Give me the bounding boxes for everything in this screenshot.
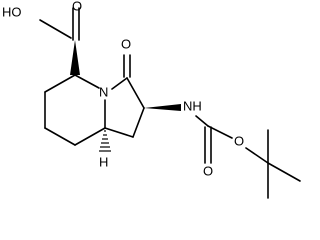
molecule-structure-diagram: HO O N O NH O O H bbox=[2, 0, 301, 199]
bond-nh-carbonyl bbox=[195, 115, 209, 127]
bond-c2-c1 bbox=[132, 107, 145, 138]
bond-hash-c8a-h bbox=[99, 130, 111, 152]
bond-wedge-c2-nh bbox=[144, 104, 181, 111]
carboxylic-acid-group bbox=[39, 7, 80, 75]
bond-carbonyl-ester-o bbox=[207, 125, 233, 139]
label-carboxylic-oh: HO bbox=[2, 4, 22, 19]
label-bridgehead-hydrogen: H bbox=[99, 154, 108, 169]
label-carbamate-oxygen-lower: O bbox=[203, 163, 213, 178]
label-lactam-oxygen: O bbox=[121, 36, 131, 51]
bond-wedge-c5-cooh bbox=[70, 40, 80, 75]
bond-c1-c8a bbox=[104, 127, 134, 138]
label-amide-nh: NH bbox=[183, 98, 202, 113]
bond-c7-c8 bbox=[44, 127, 76, 146]
bond-ester-o-tbu bbox=[245, 147, 269, 164]
bond-c5-c6 bbox=[44, 74, 76, 93]
bond-cooh-oh bbox=[39, 19, 72, 39]
piperidine-ring bbox=[44, 74, 106, 146]
bond-n-c5 bbox=[74, 74, 100, 89]
bond-c8-c8a bbox=[74, 127, 106, 146]
boc-group bbox=[195, 115, 301, 199]
label-carboxylic-o: O bbox=[72, 0, 82, 13]
bond-tbu-me-right bbox=[267, 162, 301, 182]
bond-c3-c2 bbox=[126, 77, 145, 109]
label-ring-nitrogen: N bbox=[99, 84, 108, 99]
bond-n-c3 bbox=[111, 77, 128, 90]
pyrrolidinone-ring bbox=[104, 54, 145, 138]
label-carbamate-oxygen-ester: O bbox=[234, 133, 244, 148]
